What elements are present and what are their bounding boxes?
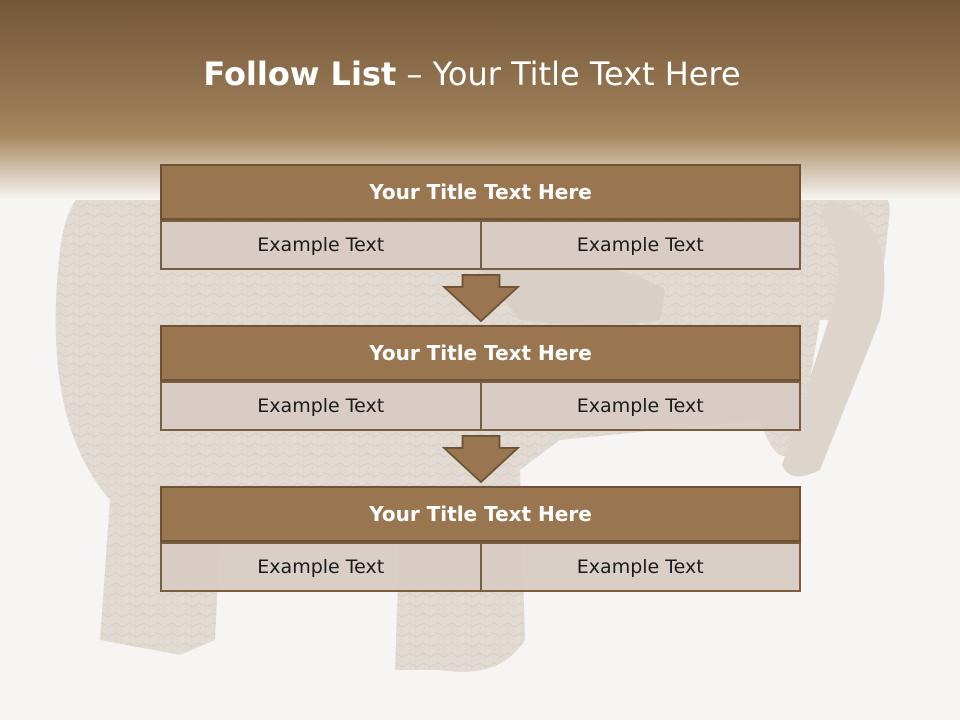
down-arrow-icon [441, 274, 521, 322]
step-block-1: Your Title Text Here Example Text Exampl… [160, 164, 801, 270]
step-cell-right: Example Text [481, 542, 801, 592]
step-cell-left: Example Text [160, 220, 482, 270]
step-title: Your Title Text Here [160, 164, 801, 220]
step-row: Example Text Example Text [160, 220, 801, 270]
step-cell-left: Example Text [160, 542, 482, 592]
step-cell-right: Example Text [481, 381, 801, 431]
slide-title-rest: – Your Title Text Here [396, 55, 741, 93]
step-row: Example Text Example Text [160, 542, 801, 592]
slide-title-bold: Follow List [203, 55, 397, 93]
step-cell-right: Example Text [481, 220, 801, 270]
step-cell-left: Example Text [160, 381, 482, 431]
step-block-3: Your Title Text Here Example Text Exampl… [160, 486, 801, 592]
down-arrow-icon [441, 435, 521, 483]
step-row: Example Text Example Text [160, 381, 801, 431]
step-title: Your Title Text Here [160, 325, 801, 381]
step-block-2: Your Title Text Here Example Text Exampl… [160, 325, 801, 431]
slide-title: Follow List – Your Title Text Here [0, 55, 944, 93]
step-title: Your Title Text Here [160, 486, 801, 542]
